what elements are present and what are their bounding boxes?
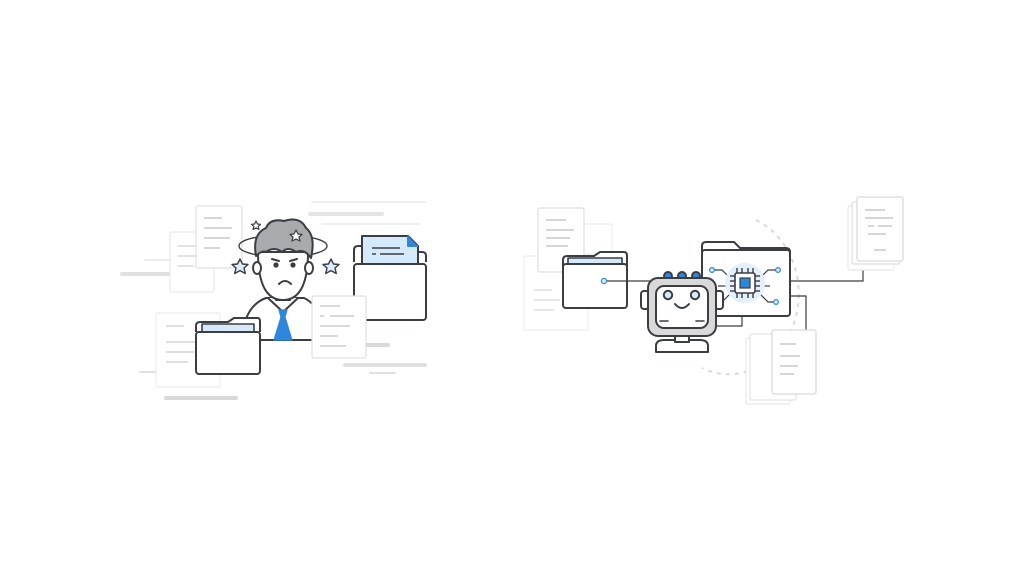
document-icon [856,196,904,262]
document-icon [771,329,817,395]
connector-node-icon [600,277,608,285]
stressed-person-icon [231,218,328,341]
document-icon [579,223,613,255]
document-icon [311,295,367,359]
hair [254,218,314,259]
robot-icon [640,271,724,353]
manual-work-scene [120,201,427,400]
dizzy-star-icon [322,258,340,275]
folder-icon [195,317,261,375]
folder-icon [562,251,628,309]
automation-scene [523,196,904,405]
dizzy-star-icon [231,258,249,275]
tie [273,309,293,341]
cpu-chip-icon [725,263,765,303]
folder-icon [353,235,427,321]
dizzy-star-icon [250,220,303,242]
document-icon [195,205,243,269]
